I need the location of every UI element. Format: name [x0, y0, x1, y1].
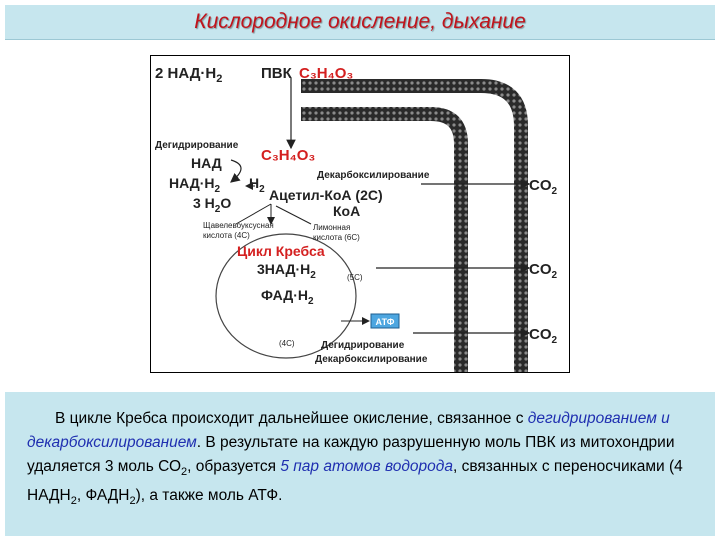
atf-label: АТФ [376, 317, 395, 327]
krebs-diagram: АТФ 2 НАД·Н2 ПВК C₃H₄O₃ Дегидрирование C… [150, 55, 570, 373]
oxaloacetic-label-2: кислота (4С) [203, 231, 250, 240]
outer-membrane [301, 79, 528, 372]
co2-label-1: CO2 [529, 177, 558, 197]
oxaloacetic-label-1: Щавелевоуксусная [203, 221, 274, 230]
dehydration-label-1: Дегидрирование [155, 140, 239, 151]
co2-label-2: CO2 [529, 261, 558, 281]
pvk-label: ПВК [261, 65, 293, 82]
citric-label-2: кислота (6С) [313, 233, 360, 242]
co2-label-3: CO2 [529, 326, 558, 346]
h2-label: Н2 [249, 175, 265, 195]
acetyl-coa-label: Ацетил-КоА (2С) [269, 187, 383, 203]
highlight-hydrogen-pairs: 5 пар атомов водорода [280, 458, 453, 475]
three-nadh2-label: 3НАД·Н2 [257, 261, 316, 281]
middle-formula: C₃H₄O₃ [261, 147, 315, 164]
krebs-cycle-circle [215, 233, 357, 359]
dehydration-label-2: Дегидрирование [321, 340, 405, 351]
decarbox-label-1: Декарбоксилирование [317, 169, 430, 181]
three-h2o-label: 3 Н2О [193, 195, 231, 215]
page-title: Кислородное окисление, дыхание [194, 10, 526, 33]
diagram-canvas: АТФ 2 НАД·Н2 ПВК C₃H₄O₃ Дегидрирование C… [155, 65, 558, 372]
highlight-dehydration: дегидрированием и декарбоксилированием [27, 410, 670, 451]
atf-box [370, 313, 400, 329]
coa-label: КоА [333, 203, 360, 219]
nad-curve-arrow [230, 159, 242, 183]
citric-label-1: Лимонная [313, 223, 350, 232]
decarbox-label-2: Декарбоксилирование [315, 353, 428, 365]
five-c-label: (5С) [347, 273, 363, 282]
four-c-label: (4С) [279, 339, 295, 348]
nad-label: НАД [191, 155, 222, 171]
nadh2-label: НАД·Н2 [169, 175, 221, 195]
pvk-formula: C₃H₄O₃ [299, 65, 353, 82]
inner-membrane [301, 107, 468, 372]
description-text: В цикле Кребса происходит дальнейшее оки… [27, 410, 683, 507]
krebs-cycle-label: Цикл Кребса [237, 243, 325, 259]
title-bar: Кислородное окисление, дыхание [5, 5, 715, 40]
fadh2-label: ФАД·Н2 [261, 287, 314, 307]
top-nadh2-label: 2 НАД·Н2 [155, 65, 222, 85]
description-box: В цикле Кребса происходит дальнейшее оки… [5, 392, 715, 536]
